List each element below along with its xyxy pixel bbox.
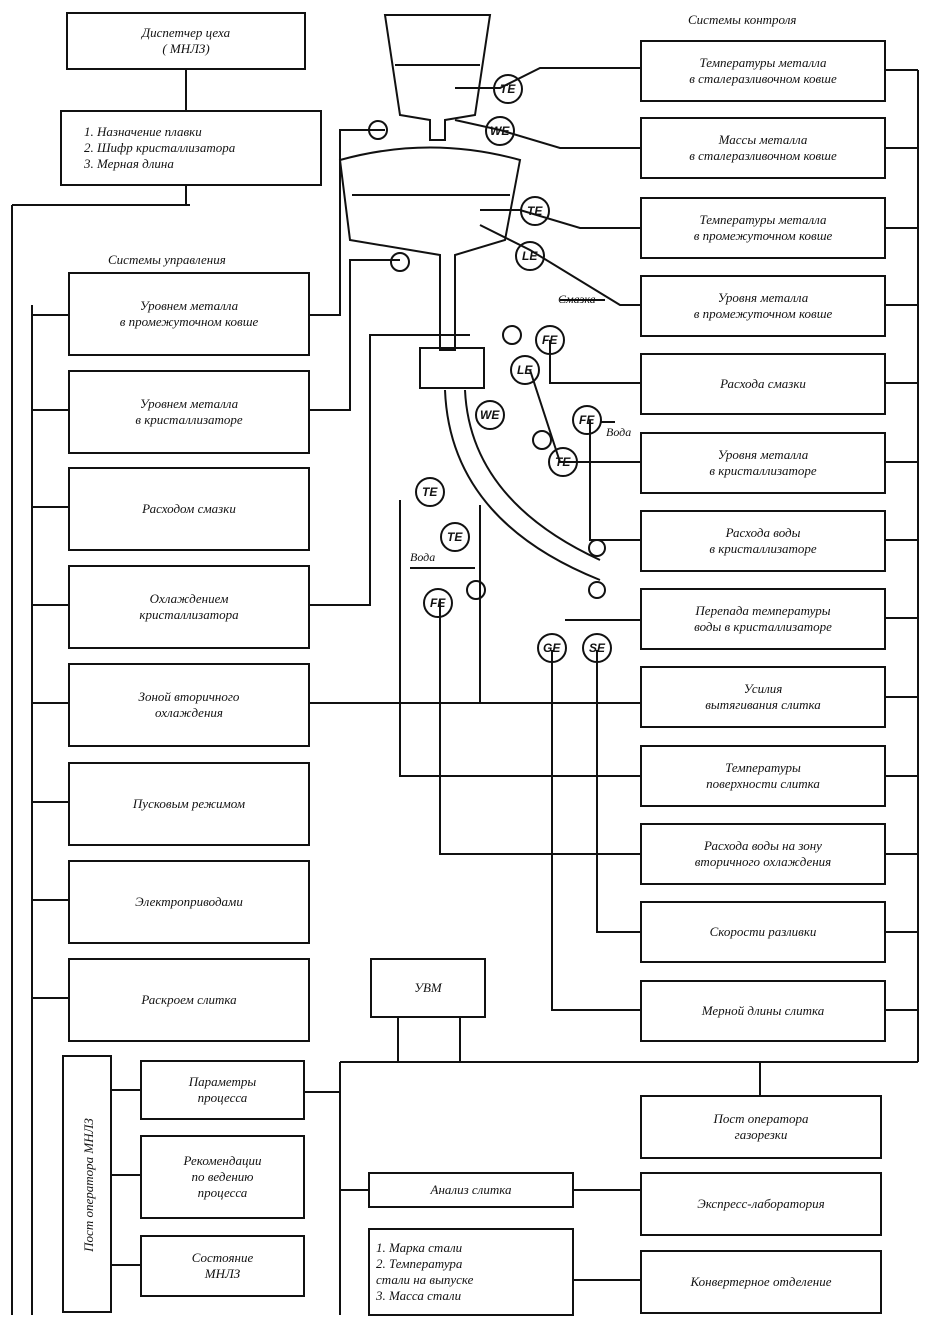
operator-machine-state: Состояние МНЛЗ xyxy=(140,1235,305,1297)
sensor-we-steel-ladle: WE xyxy=(490,124,510,138)
sensor-te-tundish: TE xyxy=(527,204,543,218)
control-secondary-water-flow: Расхода воды на зону вторичного охлажден… xyxy=(640,823,886,885)
operator-panel: Пост оператора МНЛЗ xyxy=(62,1055,112,1313)
mgmt-ingot-cutting: Раскроем слитка xyxy=(68,958,310,1042)
mgmt-start-mode: Пусковым режимом xyxy=(68,762,310,846)
control-tundish-level: Уровня металла в промежуточном ковше xyxy=(640,275,886,337)
label-water-secondary: Вода xyxy=(410,550,436,564)
control-casting-speed: Скорости разливки xyxy=(640,901,886,963)
operator-process-parameters: Параметры процесса xyxy=(140,1060,305,1120)
sensor-fe-secondary: FE xyxy=(430,596,446,610)
sensor-fe-lubricant: FE xyxy=(542,333,558,347)
control-tundish-temp: Температуры металла в промежуточном ковш… xyxy=(640,197,886,259)
control-mold-level: Уровня металла в кристаллизаторе xyxy=(640,432,886,494)
sensor-te-steel-ladle: TE xyxy=(500,82,516,96)
control-mold-water-flow: Расхода воды в кристаллизаторе xyxy=(640,510,886,572)
control-lubricant-flow: Расхода смазки xyxy=(640,353,886,415)
control-steel-ladle-temp: Температуры металла в сталеразливочном к… xyxy=(640,40,886,102)
mgmt-lubricant-flow: Расходом смазки xyxy=(68,467,310,551)
control-cut-length: Мерной длины слитка xyxy=(640,980,886,1042)
computer-box: УВМ xyxy=(370,958,486,1018)
mgmt-secondary-cooling: Зоной вторичного охлаждения xyxy=(68,663,310,747)
sensor-te-secondary: TE xyxy=(447,530,463,544)
sensor-le-mold: LE xyxy=(517,363,533,377)
control-systems-header: Системы контроля xyxy=(688,12,797,27)
label-water-mold: Вода xyxy=(606,425,632,439)
sensor-fe-mold-water: FE xyxy=(579,413,595,427)
dispatcher-box: Диспетчер цеха ( МНЛЗ) xyxy=(66,12,306,70)
control-mold-water-temp-diff: Перепада температуры воды в кристаллизат… xyxy=(640,588,886,650)
sensor-we-mold: WE xyxy=(480,408,500,422)
ingot-analysis: Анализ слитка xyxy=(368,1172,574,1208)
gas-cutter-post: Пост оператора газорезки xyxy=(640,1095,882,1159)
express-lab: Экспресс-лаборатория xyxy=(640,1172,882,1236)
mgmt-mold-level: Уровнем металла в кристаллизаторе xyxy=(68,370,310,454)
mgmt-mold-cooling: Охлаждением кристаллизатора xyxy=(68,565,310,649)
mgmt-electric-drives: Электроприводами xyxy=(68,860,310,944)
operator-panel-label: Пост оператора МНЛЗ xyxy=(81,1118,96,1252)
sensor-te-mold-water: TE xyxy=(555,455,571,469)
mgmt-tundish-level: Уровнем металла в промежуточном ковше xyxy=(68,272,310,356)
sensor-se-speed: SE xyxy=(589,641,606,655)
management-systems-header: Системы управления xyxy=(108,252,226,267)
operator-recommendations: Рекомендации по ведению процесса xyxy=(140,1135,305,1219)
sensor-le-tundish: LE xyxy=(522,249,538,263)
control-withdrawal-force: Усилия вытягивания слитка xyxy=(640,666,886,728)
converter-shop: Конвертерное отделение xyxy=(640,1250,882,1314)
melt-info-box: 1. Назначение плавки 2. Шифр кристаллиза… xyxy=(60,110,322,186)
control-surface-temp: Температуры поверхности слитка xyxy=(640,745,886,807)
sensor-te-surface: TE xyxy=(422,485,438,499)
control-steel-ladle-mass: Массы металла в сталеразливочном ковше xyxy=(640,117,886,179)
sensor-ge-length: GE xyxy=(543,641,561,655)
steel-info-box: 1. Марка стали 2. Температура стали на в… xyxy=(368,1228,574,1316)
label-lubricant-input: Смазка xyxy=(558,292,596,306)
